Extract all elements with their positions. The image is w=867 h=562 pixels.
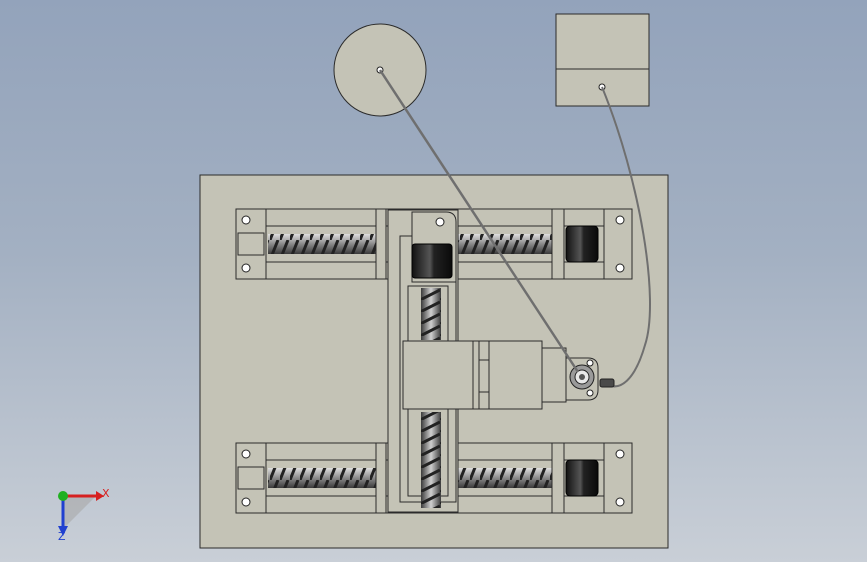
cable-from-disc [378,69,580,373]
cable-from-box [601,86,651,388]
slider-carriage[interactable] [402,340,599,410]
cable-connector [599,378,615,388]
triad-z-label: Z [58,530,66,543]
xyz-triad-icon [58,491,104,536]
triad-x-label: X [102,487,110,500]
control-box[interactable] [555,13,650,107]
